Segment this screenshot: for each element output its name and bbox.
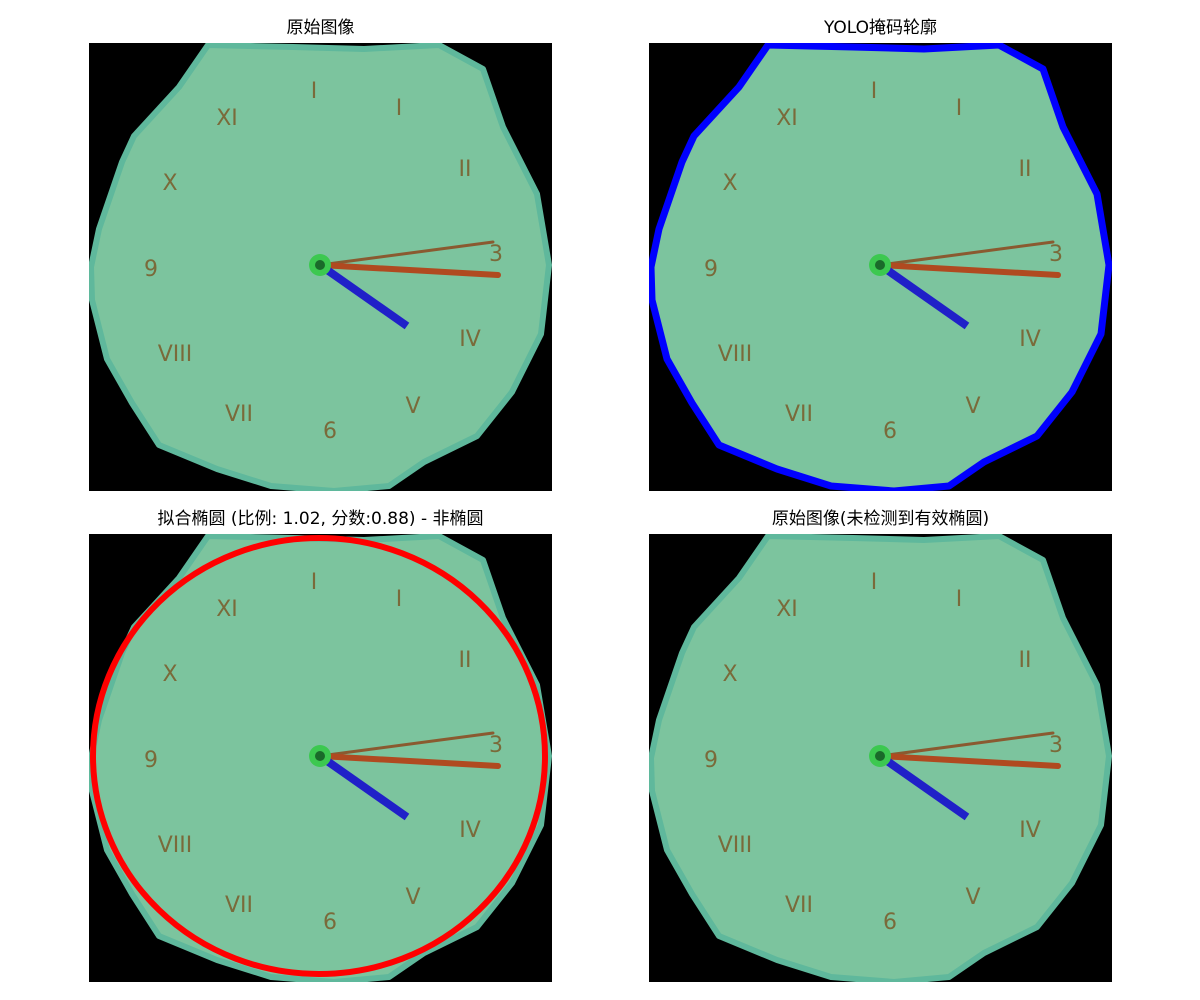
minute-hand [877,753,1061,769]
clock-pivot-center [315,260,325,270]
clock-numeral: V [405,885,420,910]
clock-pivot-center [315,751,325,761]
clock-numeral: IV [1019,327,1041,352]
clock-numeral: VIII [718,342,753,367]
clock-numeral: II [1019,157,1032,182]
clock-numeral: VII [225,402,253,427]
clock-numeral: XI [216,597,238,622]
clock-numeral: 9 [704,748,718,773]
minute-hand [317,262,501,278]
clock-numeral: I [396,587,403,612]
clock-numeral: VIII [158,342,193,367]
second-hand [878,240,1055,267]
clock-numeral: 9 [144,748,158,773]
clock-numeral: V [965,885,980,910]
clock-numeral: 6 [883,910,897,935]
clock-numeral: I [871,79,878,104]
clock-numeral: I [311,79,318,104]
clock-numeral: 6 [323,910,337,935]
hour-hand [317,261,410,330]
clock-numeral: IV [459,327,481,352]
panel-title-original: 原始图像 [286,18,355,38]
clock-numeral: V [965,394,980,419]
clock-numeral: II [459,157,472,182]
clock-numeral: II [1019,648,1032,673]
clock-numeral: X [162,171,177,196]
clock-numeral: I [956,587,963,612]
minute-hand [877,262,1061,278]
yolo-contour-outline [649,43,1112,491]
clock-numeral: VII [225,893,253,918]
clock-numeral: 6 [883,419,897,444]
clock-numeral: X [722,171,737,196]
hour-hand [317,752,410,821]
panel-title-no-ellipse: 原始图像(未检测到有效椭圆) [771,509,990,529]
minute-hand [317,753,501,769]
hour-hand [877,752,970,821]
clock-numeral: II [459,648,472,673]
clock-numeral: XI [776,597,798,622]
clock-numeral: V [405,394,420,419]
clock-numeral: 9 [704,257,718,282]
panel-title-yolo-contour: YOLO掩码轮廓 [823,18,938,38]
clock-numeral: VIII [158,833,193,858]
clock-pivot-center [875,751,885,761]
clock-numeral: 3 [489,733,503,758]
clock-numeral: IV [1019,818,1041,843]
clock-numeral: 3 [489,242,503,267]
clock-numeral: VII [785,402,813,427]
clock-numeral: VII [785,893,813,918]
clock-numeral: I [956,96,963,121]
clock-numeral: 6 [323,419,337,444]
clock-numeral: VIII [718,833,753,858]
hour-hand [877,261,970,330]
clock-pivot-center [875,260,885,270]
clock-numeral: 3 [1049,242,1063,267]
clock-numeral: IV [459,818,481,843]
clock-numeral: X [162,662,177,687]
second-hand [318,731,495,758]
panel-title-fitted-ellipse: 拟合椭圆 (比例: 1.02, 分数:0.88) - 非椭圆 [157,509,484,529]
clock-numeral: I [871,570,878,595]
clock-numeral: XI [216,106,238,131]
clock-numeral: I [396,96,403,121]
clock-numeral: X [722,662,737,687]
second-hand [318,240,495,267]
clock-numeral: I [311,570,318,595]
second-hand [878,731,1055,758]
clock-numeral: 3 [1049,733,1063,758]
fitted-ellipse-outline [90,535,548,977]
clock-numeral: XI [776,106,798,131]
clock-numeral: 9 [144,257,158,282]
